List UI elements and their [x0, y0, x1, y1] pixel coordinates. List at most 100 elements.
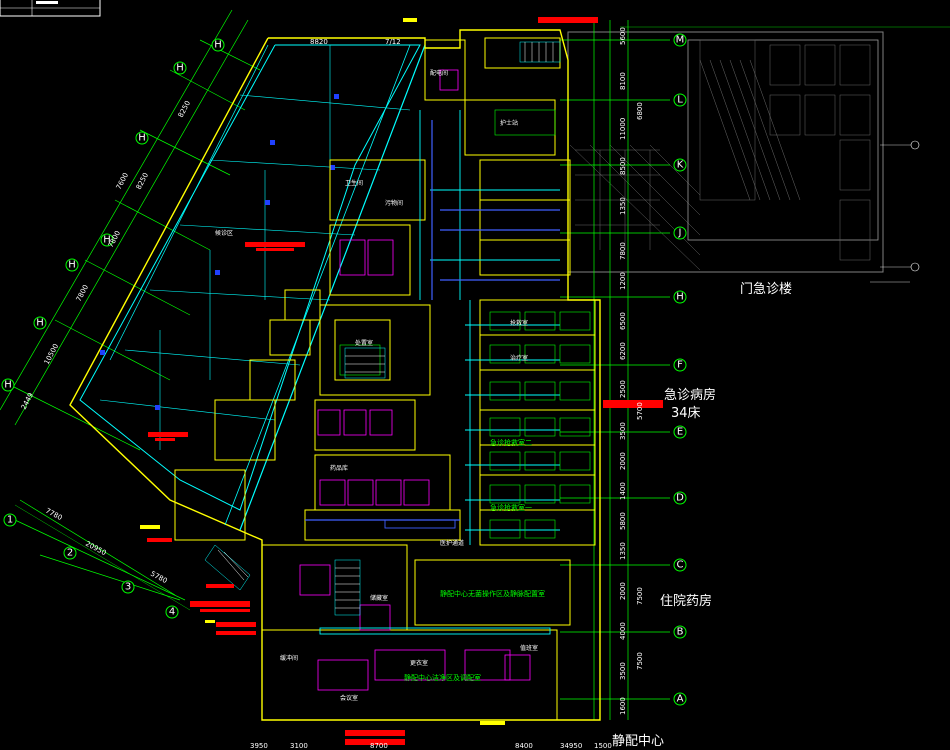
svg-text:值班室: 值班室	[520, 644, 538, 652]
axis-label-K: K	[677, 160, 684, 171]
svg-text:抢救室: 抢救室	[510, 319, 528, 327]
label-emergency-ward: 急诊病房	[664, 388, 717, 403]
svg-text:6200: 6200	[619, 342, 627, 360]
label-inpatient-pharmacy: 住院药房	[660, 594, 713, 609]
svg-text:7500: 7500	[636, 587, 644, 605]
svg-text:2000: 2000	[619, 452, 627, 470]
svg-text:3100: 3100	[290, 742, 308, 750]
grid-lines-left	[0, 9, 261, 611]
svg-text:3500: 3500	[619, 422, 627, 440]
svg-text:8700: 8700	[370, 742, 388, 750]
svg-text:7/12: 7/12	[385, 38, 401, 46]
yellow-tags	[140, 18, 505, 725]
svg-text:6800: 6800	[636, 102, 644, 120]
svg-text:8500: 8500	[619, 157, 627, 175]
label-outpatient-building: 门急诊楼	[740, 282, 793, 297]
bottom-dimensions: 3950 3100 8700 8400 34950 1500	[250, 742, 612, 750]
axis-label-1: 1	[7, 515, 13, 526]
svg-text:卫生间: 卫生间	[345, 179, 363, 187]
hall-points	[100, 94, 339, 410]
left-axis-label-5: H	[68, 260, 76, 271]
svg-text:1200: 1200	[619, 272, 627, 290]
left-axis-bubbles: H H H H H H H	[1, 38, 225, 392]
svg-text:急诊抢救室一: 急诊抢救室一	[490, 503, 532, 512]
left-axis-label-3: H	[138, 133, 146, 144]
svg-text:34950: 34950	[560, 742, 582, 750]
grid-lines-right	[560, 20, 950, 720]
right-axis-bubbles: M L K J H F E D C B A	[673, 33, 687, 706]
axis-label-C: C	[677, 560, 684, 571]
label-pivas: 静配中心	[612, 734, 665, 749]
bottom-left-axis-bubbles: 1 2 3 4	[3, 513, 179, 619]
interior-walls	[174, 37, 596, 721]
left-axis-label-2: H	[176, 63, 184, 74]
pipes	[305, 120, 560, 521]
right-dimensions: 5600 8100 11000 8500 1350 7800 1200 6500…	[619, 27, 644, 715]
hall-grid	[99, 45, 411, 450]
svg-text:8100: 8100	[619, 72, 627, 90]
hvac-ducts	[319, 110, 560, 635]
ward-beds	[339, 109, 591, 539]
axis-label-4: 4	[169, 607, 175, 618]
svg-text:药品库: 药品库	[330, 464, 348, 472]
title-block	[0, 0, 101, 17]
svg-text:污物间: 污物间	[385, 199, 403, 207]
existing-outpatient-building	[567, 31, 884, 273]
svg-text:候诊区: 候诊区	[215, 229, 233, 237]
svg-text:7800: 7800	[107, 229, 122, 248]
svg-text:8820: 8820	[310, 38, 328, 46]
axis-label-H: H	[676, 292, 684, 303]
svg-text:1400: 1400	[619, 482, 627, 500]
left-axis-label-7: H	[4, 380, 12, 391]
svg-text:急诊抢救室二: 急诊抢救室二	[490, 438, 532, 447]
svg-text:7780: 7780	[44, 507, 63, 522]
svg-text:储藏室: 储藏室	[370, 594, 388, 602]
top-dimensions: 8820 7/12	[310, 38, 401, 46]
svg-text:3500: 3500	[619, 662, 627, 680]
svg-text:7500: 7500	[636, 652, 644, 670]
stairs	[204, 41, 561, 616]
label-bed-count: 34床	[671, 406, 701, 421]
axis-label-M: M	[676, 35, 685, 46]
green-notes: 静配中心无菌操作区及静脉配置室 静配中心洁净区及调配室 急诊抢救室一 急诊抢救室…	[404, 438, 545, 682]
axis-label-E: E	[677, 427, 683, 438]
svg-text:5700: 5700	[636, 402, 644, 420]
svg-text:更衣室: 更衣室	[410, 659, 428, 667]
left-axis-label-1: H	[214, 40, 222, 51]
svg-text:6500: 6500	[619, 312, 627, 330]
svg-text:7800: 7800	[75, 283, 90, 302]
axis-label-L: L	[677, 95, 683, 106]
svg-text:8250: 8250	[177, 99, 192, 118]
svg-text:4000: 4000	[619, 622, 627, 640]
svg-text:10500: 10500	[43, 343, 61, 366]
svg-text:静配中心洁净区及调配室: 静配中心洁净区及调配室	[404, 673, 481, 682]
svg-text:会议室: 会议室	[340, 694, 358, 702]
svg-text:7800: 7800	[619, 242, 627, 260]
svg-text:处置室: 处置室	[355, 339, 373, 347]
axis-label-F: F	[677, 360, 683, 371]
partitions	[299, 69, 531, 691]
svg-text:2449: 2449	[20, 391, 35, 410]
room-labels: 配电间 护士站 卫生间 污物间 候诊区 处置室 抢救室 治疗室 药品库 储藏室 …	[215, 69, 538, 702]
svg-text:2500: 2500	[619, 380, 627, 398]
svg-text:5600: 5600	[619, 27, 627, 45]
outpatient-axis-bubbles	[870, 140, 920, 283]
svg-text:1350: 1350	[619, 197, 627, 215]
svg-text:1500: 1500	[594, 742, 612, 750]
svg-text:11000: 11000	[619, 118, 627, 140]
svg-text:1600: 1600	[619, 697, 627, 715]
axis-label-2: 2	[67, 548, 73, 559]
svg-text:配电间: 配电间	[430, 69, 448, 77]
axis-label-D: D	[676, 493, 684, 504]
axis-label-B: B	[677, 627, 684, 638]
axis-label-3: 3	[125, 582, 131, 593]
svg-text:1350: 1350	[619, 542, 627, 560]
red-annotations	[147, 17, 663, 745]
axis-label-A: A	[677, 694, 684, 705]
axis-label-J: J	[678, 228, 682, 239]
svg-text:5780: 5780	[149, 570, 168, 585]
svg-text:7600: 7600	[115, 171, 130, 190]
svg-text:治疗室: 治疗室	[510, 354, 528, 362]
svg-text:5800: 5800	[619, 512, 627, 530]
